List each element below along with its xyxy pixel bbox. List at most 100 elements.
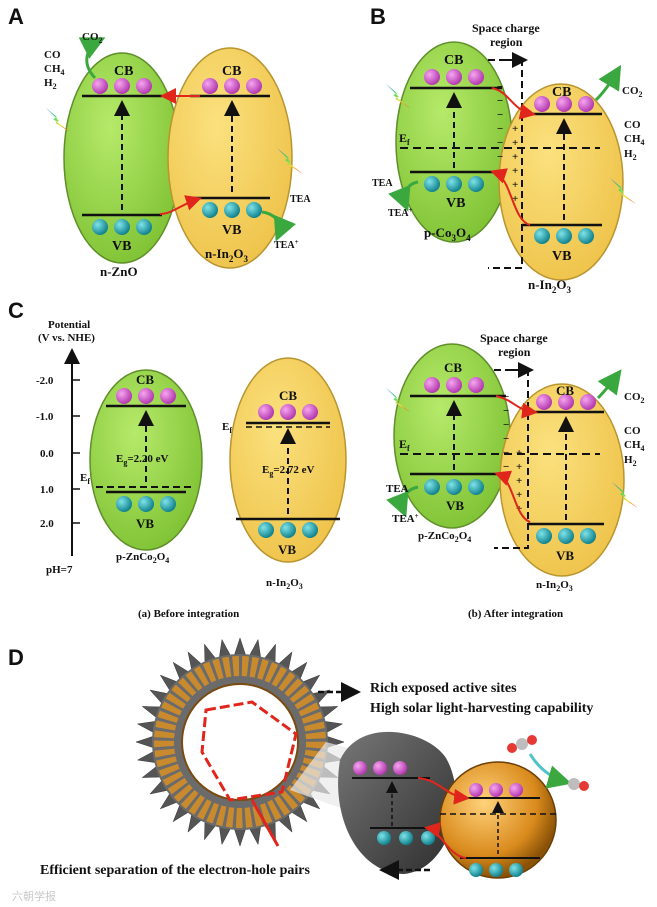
space-charge-label-b2: region: [490, 35, 523, 49]
ef-label-in2o3-a: Ef: [222, 421, 232, 435]
tea-oxidation-arrow-c: [386, 485, 419, 518]
znco2o4-label-a: p-ZnCo2O4: [116, 551, 169, 565]
product-co-b: CO: [624, 119, 641, 131]
product-h2-a: H2: [44, 77, 57, 91]
tick-label-0: 0.0: [40, 448, 54, 460]
zno-vb-label: VB: [112, 239, 131, 254]
ef-label-b: Ef: [399, 131, 410, 147]
eg-label-znco2o4: Eg=2.20 eV: [116, 453, 168, 467]
panel-b: B Space charge region −− −− −− − ++ ++ +…: [370, 4, 645, 295]
tea-plus-label-c: TEA+: [392, 512, 419, 525]
co-molecule-icon: [568, 778, 589, 791]
caption-before-integration: (a) Before integration: [138, 608, 239, 620]
panel-c: C Potential (V vs. NHE) -2.0 -1.0 0.0 1.…: [8, 298, 645, 620]
co3o4-holes: [424, 176, 484, 192]
svg-text:−: −: [497, 151, 503, 163]
panel-a: A CB VB n-ZnO CB VB n-In2O3: [8, 4, 311, 279]
svg-text:+: +: [516, 489, 522, 501]
co2-label-a: CO2: [82, 31, 103, 45]
svg-text:+: +: [512, 151, 518, 163]
svg-text:+: +: [516, 475, 522, 487]
tea-label-a: TEA: [290, 194, 311, 205]
in2o3-holes-b: [534, 228, 594, 244]
tick-label-1: 1.0: [40, 484, 54, 496]
potential-unit-label: (V vs. NHE): [38, 332, 95, 344]
space-charge-label-b1: Space charge: [472, 21, 540, 35]
co3o4-cb-label: CB: [444, 53, 463, 68]
svg-text:−: −: [503, 419, 509, 431]
panel-letter-b: B: [370, 4, 386, 29]
zno-cb-label: CB: [114, 64, 133, 79]
potential-label: Potential: [48, 319, 90, 331]
hole-transfer-arrow-b: [490, 168, 531, 226]
zno-electrons: [92, 78, 152, 94]
co2-label-b: CO2: [622, 85, 643, 99]
active-sites-text: Rich exposed active sites: [370, 681, 517, 696]
hole-transfer-arrow-c: [494, 470, 531, 523]
light-harvesting-text: High solar light-harvesting capability: [370, 701, 593, 716]
hole-transfer-arrow-a: [159, 195, 202, 215]
co3o4-label: p-Co3O4: [424, 225, 471, 243]
svg-text:−: −: [503, 405, 509, 417]
tea-plus-label-a: TEA+: [274, 238, 299, 251]
petal-electrons: [353, 761, 407, 775]
ef-label-znco2o4-a: Ef: [80, 472, 90, 486]
svg-text:−: −: [503, 433, 509, 445]
in2o3-label-a: n-In2O3: [205, 246, 248, 264]
svg-text:+: +: [512, 137, 518, 149]
co2-conversion-arrow-d: [528, 753, 572, 789]
product-ch4-b: CH4: [624, 133, 645, 147]
svg-text:−: −: [503, 461, 509, 473]
svg-text:−: −: [497, 95, 503, 107]
in2o3-electrons-c-a: [258, 404, 318, 420]
in2o3-electrons-a: [202, 78, 262, 94]
co3o4-vb-label: VB: [446, 196, 465, 211]
in2o3-vb-label-c-b: VB: [556, 548, 574, 563]
znco2o4-vb-label-a: VB: [136, 516, 154, 531]
electron-transfer-arrow-c: [495, 395, 538, 419]
watermark-text: 六朝学报: [12, 889, 56, 903]
tea-oxidation-arrow-a: [261, 210, 296, 242]
ph-label: pH=7: [46, 564, 73, 576]
product-ch4-a: CH4: [44, 63, 65, 77]
electron-transfer-arrow-b: [491, 87, 536, 120]
in2o3-electrons-c-b: [536, 394, 596, 410]
potential-ticks: [72, 379, 80, 524]
co2-reduction-arrow-c: [596, 369, 622, 400]
electron-transfer-arrow-d: [417, 777, 470, 805]
tick-label-neg1: -1.0: [36, 411, 54, 423]
light-path-polygon: [200, 700, 298, 802]
sphere-holes: [469, 863, 523, 877]
in2o3-sphere: [439, 761, 557, 879]
tick-label-neg2: -2.0: [36, 375, 54, 387]
svg-text:−: −: [497, 109, 503, 121]
svg-text:−: −: [503, 391, 509, 403]
svg-text:+: +: [512, 193, 518, 205]
space-charge-label-c1: Space charge: [480, 331, 548, 345]
tea-label-b: TEA: [372, 178, 393, 189]
in2o3-holes-c-a: [258, 522, 318, 538]
in2o3-vb-label-c-a: VB: [278, 542, 296, 557]
znco2o4-cb-label-a: CB: [136, 372, 154, 387]
in2o3-electrons-b: [534, 96, 594, 112]
znco2o4-vb-label-b: VB: [446, 498, 464, 513]
in2o3-cb-label-b: CB: [552, 85, 571, 100]
svg-text:−: −: [497, 137, 503, 149]
co2-molecule-icon: [507, 735, 537, 753]
znco2o4-holes-b: [424, 479, 484, 495]
tick-label-2: 2.0: [40, 518, 54, 530]
tea-label-c: TEA: [386, 483, 409, 495]
svg-text:−: −: [497, 123, 503, 135]
in2o3-vb-label-b: VB: [552, 249, 571, 264]
zno-label: n-ZnO: [100, 264, 138, 279]
charge-separation-text: Efficient separation of the electron-hol…: [40, 863, 311, 878]
svg-text:+: +: [512, 165, 518, 177]
hole-transfer-arrow-d: [424, 822, 467, 859]
in2o3-cb-label-c-a: CB: [279, 388, 297, 403]
znco2o4-holes-a: [116, 496, 176, 512]
co3o4-electrons: [424, 69, 484, 85]
co2-label-c: CO2: [624, 391, 645, 405]
hollow-nanocage-illustration: /* placeholder */: [135, 637, 345, 847]
sphere-electrons: [469, 783, 523, 797]
